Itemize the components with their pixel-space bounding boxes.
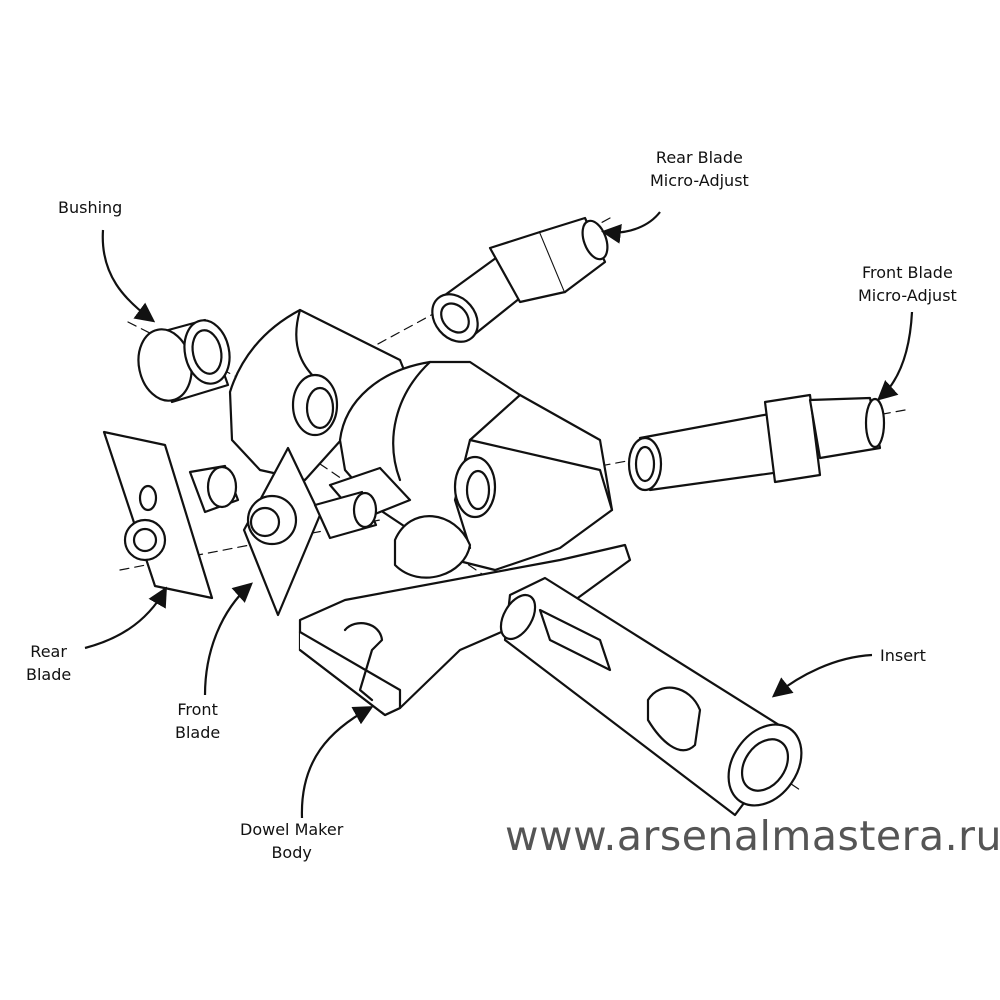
label-rear-blade: Rear Blade	[26, 642, 72, 684]
insert-part	[499, 576, 803, 817]
watermark: www.arsenalmastera.ru	[505, 812, 1000, 860]
rear-blade-micro-adjust-part	[431, 216, 609, 343]
front-blade-part	[242, 446, 378, 617]
leader-arrows	[84, 211, 914, 819]
label-bushing: Bushing	[58, 198, 123, 217]
label-insert: Insert	[880, 646, 926, 665]
label-dowel-maker-body: Dowel Maker Body	[240, 820, 344, 862]
label-front-blade-micro-adjust: Front Blade Micro-Adjust	[858, 263, 957, 305]
label-rear-blade-micro-adjust: Rear Blade Micro-Adjust	[650, 148, 749, 190]
rear-blade-part	[102, 430, 240, 600]
bushing-part	[137, 318, 231, 404]
front-blade-micro-adjust-part	[627, 393, 886, 492]
label-front-blade: Front Blade	[175, 700, 221, 742]
